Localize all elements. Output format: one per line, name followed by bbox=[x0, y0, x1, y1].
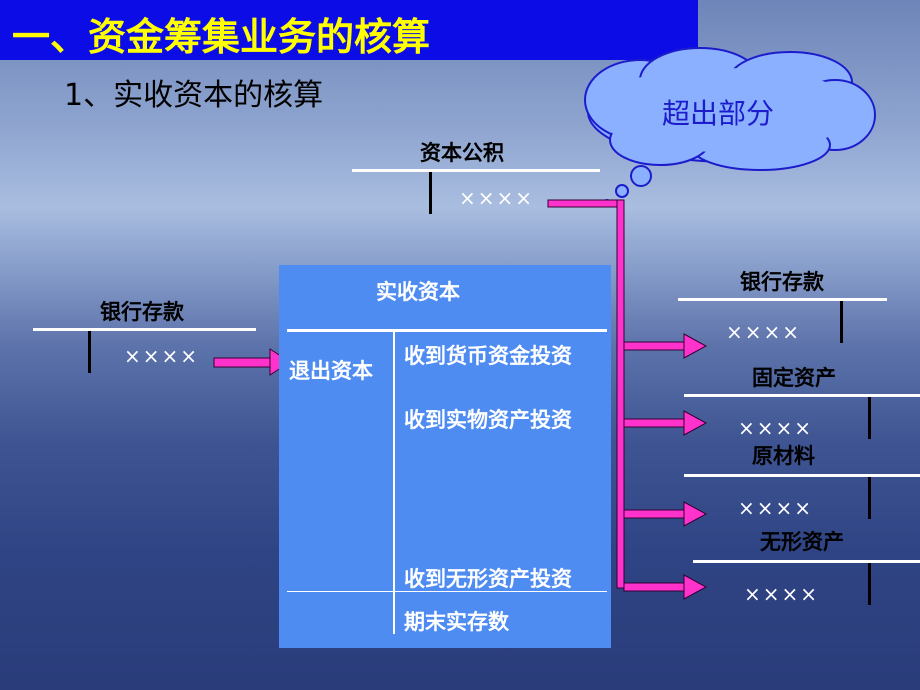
paid-in-capital-hline bbox=[287, 329, 607, 332]
capital-reserve-title: 资本公积 bbox=[420, 141, 504, 165]
fixed-assets-vline bbox=[868, 397, 871, 439]
raw-materials-vline bbox=[868, 477, 871, 519]
intangible-assets-vline bbox=[868, 563, 871, 605]
bank-right-value: ×××× bbox=[726, 320, 802, 344]
fixed-assets-title: 固定资产 bbox=[752, 366, 836, 390]
fixed-assets-hline bbox=[684, 394, 920, 397]
capital-reserve-value: ×××× bbox=[459, 186, 535, 210]
arrow-connector bbox=[213, 199, 708, 600]
bank-right-vline bbox=[840, 301, 843, 343]
bank-right-title: 银行存款 bbox=[740, 270, 824, 294]
raw-materials-value: ×××× bbox=[738, 496, 814, 520]
credit-physical-investment: 收到实物资产投资 bbox=[404, 408, 572, 432]
intangible-assets-value: ×××× bbox=[744, 582, 820, 606]
intangible-assets-title: 无形资产 bbox=[760, 530, 844, 554]
bank-left-hline bbox=[33, 328, 256, 331]
title-bar bbox=[0, 0, 698, 60]
capital-reserve-vline bbox=[429, 172, 432, 214]
bank-left-value: ×××× bbox=[124, 344, 200, 368]
page-title: 一、资金筹集业务的核算 bbox=[12, 15, 431, 59]
ending-separator bbox=[287, 591, 607, 592]
paid-in-capital-title: 实收资本 bbox=[376, 280, 460, 304]
ending-balance: 期末实存数 bbox=[404, 610, 509, 634]
page-subtitle: 1、实收资本的核算 bbox=[64, 78, 324, 113]
bank-left-title: 银行存款 bbox=[100, 300, 184, 324]
callout-text: 超出部分 bbox=[662, 97, 775, 130]
fixed-assets-value: ×××× bbox=[738, 416, 814, 440]
credit-cash-investment: 收到货币资金投资 bbox=[404, 344, 572, 368]
raw-materials-title: 原材料 bbox=[752, 444, 815, 468]
bank-left-vline bbox=[88, 331, 91, 373]
debit-withdraw-capital: 退出资本 bbox=[289, 359, 373, 383]
capital-reserve-hline bbox=[352, 169, 600, 172]
paid-in-capital-vline bbox=[393, 332, 395, 634]
raw-materials-hline bbox=[684, 474, 920, 477]
intangible-assets-hline bbox=[693, 560, 920, 563]
bank-right-hline bbox=[678, 298, 887, 301]
credit-intangible-investment: 收到无形资产投资 bbox=[404, 567, 572, 591]
paid-in-capital-box bbox=[279, 265, 611, 648]
